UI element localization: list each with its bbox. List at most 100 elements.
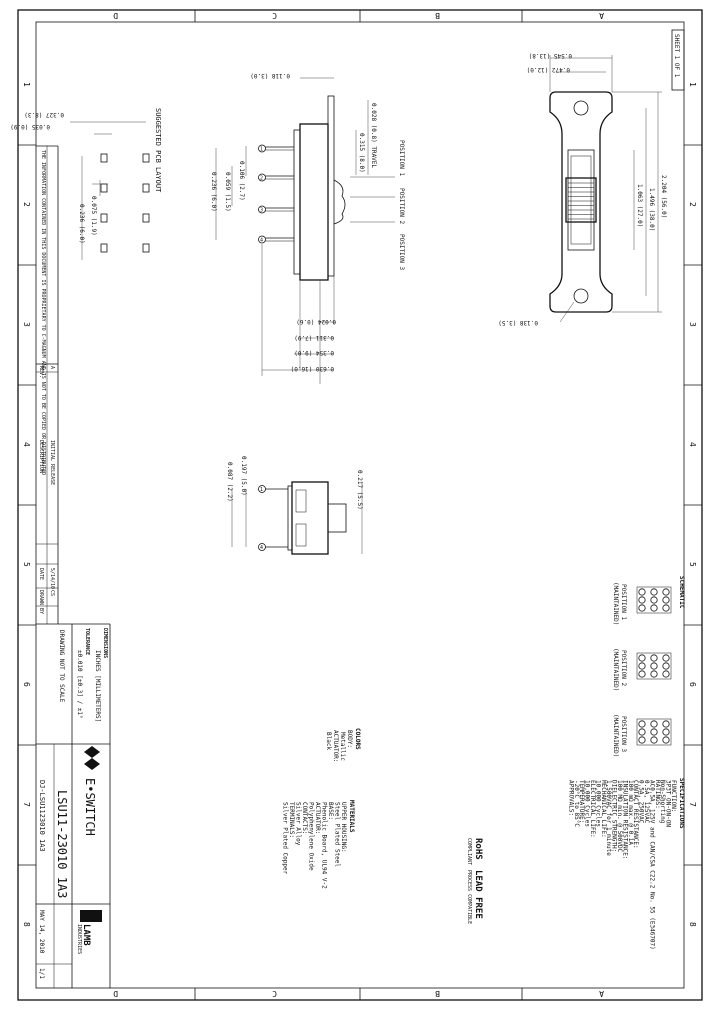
schematic-position-2: POSITION 2 — [620, 650, 627, 687]
zone-row-right-8: 8 — [688, 922, 697, 927]
zone-row-left-3: 3 — [22, 322, 31, 327]
specifications-line: AC0.5A, 125V and CAN/CSA C22.2 No. 55 (E… — [648, 780, 655, 950]
colors-line-2: Metallic — [339, 732, 346, 761]
materials-line: BASE: — [327, 802, 334, 820]
front-dim-hole: 0.138 (3.5) — [498, 319, 538, 326]
lamb-logo-subtext: INDUSTRIES — [76, 924, 82, 954]
side-position-3: POSITION 3 — [398, 234, 405, 271]
specifications-notes: SPECIFICATIONS FUNCTION:3P3T ON-ON-ONNon… — [567, 778, 685, 950]
zone-row-left-4: 4 — [22, 442, 31, 447]
lead-free-sub: PROCESS COMPATIBLE — [466, 870, 472, 924]
pcb-pad — [142, 153, 150, 163]
colors-line-4: Black — [325, 732, 332, 750]
schematic-terminal — [662, 736, 670, 744]
schematic-note-2: (MAINTAINED) — [612, 648, 619, 691]
side-view: 1 2 3 4 0.118 (3.0) 0.028 (0.8) TRAVEL 0… — [210, 72, 405, 384]
schematic-terminal — [638, 596, 646, 604]
pcb-pad — [100, 243, 108, 253]
schematic-terminal — [662, 720, 670, 728]
specifications-line: 10,000 Cycles — [584, 780, 591, 827]
rev-header-drawn: DRAWN BY — [38, 590, 44, 614]
schematic-terminal — [638, 588, 646, 596]
side-terminal-1: 1 — [260, 147, 263, 153]
zone-row-left-8: 8 — [22, 922, 31, 927]
specifications-line: CONTACT RESISTANCE: — [632, 780, 639, 849]
materials-line: Silver Alloy — [295, 802, 302, 846]
side-position-1: POSITION 1 — [398, 140, 405, 177]
schematic-terminal — [662, 662, 670, 670]
pcb-dim-2: 0.035 (0.9) — [10, 123, 50, 130]
zone-col-top-3: B — [435, 11, 440, 20]
colors-line-1: BODY: — [346, 730, 353, 748]
side-dim-left-2: 0.059 (1.5) — [224, 172, 231, 212]
zone-col-top-1: D — [113, 11, 118, 20]
schematic-position-3: POSITION 3 — [620, 716, 627, 753]
rev-header-date: DATE — [38, 568, 44, 580]
materials-line: Silver Plated Copper — [282, 802, 289, 875]
zone-col-top-4: A — [599, 11, 604, 20]
specifications-line: 100 mΩ max. @ 0.1A — [627, 780, 634, 845]
sheet-label-box: SHEET 1 OF 1 — [671, 29, 685, 91]
rev-header-rev: REV. — [38, 366, 44, 378]
pcb-dim-4: 0.236 (6.0) — [78, 204, 85, 244]
schematic-position-1: POSITION 1 — [620, 584, 627, 621]
pcb-pad — [100, 183, 108, 193]
side-dim-left-1: 0.106 (2.7) — [238, 161, 245, 201]
rev-row-date: 5/14/10 — [49, 568, 55, 589]
rev-row-rev: A — [49, 366, 55, 369]
specifications-line: 100 MΩ min. @ 500VDC — [616, 780, 623, 853]
materials-line: Steel Plated Steel — [334, 802, 341, 867]
schematic-terminal — [638, 662, 646, 670]
materials-line: UPPER HOUSING: — [340, 802, 347, 853]
schematic: SCHEMATIC POSITION 1 (MAINTAINED) POSITI… — [612, 576, 685, 757]
rohs-mark: RoHS — [473, 838, 483, 860]
schematic-terminal — [662, 604, 670, 612]
pcb-pad — [142, 243, 150, 253]
zone-row-left-5: 5 — [22, 562, 31, 567]
front-dim-length: 2.204 (56.0) — [660, 175, 667, 218]
side-dim-left-3: 0.236 (6.0) — [210, 172, 217, 212]
pcb-pad — [142, 183, 150, 193]
schematic-terminal — [650, 596, 658, 604]
specifications-line: TEMPERATURE: — [578, 780, 585, 823]
front-dim-width-outer: 0.545 (13.8) — [529, 52, 572, 59]
sheet-count: 1/1 — [38, 968, 45, 979]
specifications-line: DIELECTRIC STRENGTH: — [611, 780, 618, 852]
zone-row-left-7: 7 — [22, 802, 31, 807]
schematic-terminal — [650, 604, 658, 612]
schematic-terminal — [650, 662, 658, 670]
side-dim-bottom-1: 0.024 (0.6) — [296, 318, 336, 325]
lamb-logo: LAMB INDUSTRIES — [76, 910, 102, 954]
zone-col-bottom-4: A — [599, 989, 604, 998]
side-dim-top-3: 0.315 (8.0) — [358, 133, 365, 173]
specifications-line: Non-Shorting — [659, 780, 666, 824]
specifications-line: 10,000 Cycles — [594, 780, 601, 827]
specifications-line: 1,500VAC for 1 minute — [605, 780, 612, 856]
specifications-line: 0.5A, 250VAC — [638, 780, 645, 824]
units-heading: DIMENSIONS — [102, 628, 108, 658]
lamb-logo-text: LAMB — [81, 924, 91, 946]
schematic-terminal — [662, 654, 670, 662]
schematic-terminal — [650, 670, 658, 678]
zone-col-bottom-3: B — [435, 989, 440, 998]
proprietary-notice: THE INFORMATION CONTAINED IN THIS DOCUME… — [40, 150, 46, 475]
zone-row-right-3: 3 — [688, 322, 697, 327]
pcb-pad — [142, 213, 150, 223]
specifications-line: MECHANICAL LIFE: — [600, 780, 607, 838]
rev-header-desc: DESCRIPTION — [38, 440, 44, 473]
colors-heading: COLORS — [354, 728, 361, 750]
schematic-terminal — [650, 728, 658, 736]
materials-notes: MATERIALS UPPER HOUSING:Steel Plated Ste… — [282, 800, 356, 889]
zone-row-right-4: 4 — [688, 442, 697, 447]
side-dim-bottom-4: 0.630 (16.0) — [291, 365, 334, 372]
specifications-line: 0.5A, 125VAC — [643, 780, 650, 824]
compliance-marks: RoHS COMPLIANT LEAD FREE PROCESS COMPATI… — [466, 838, 483, 924]
pcb-pad — [100, 153, 108, 163]
end-dim-1: 0.087 (2.2) — [226, 462, 233, 502]
side-dim-travel: 0.028 (0.8) TRAVEL — [370, 103, 377, 168]
schematic-terminal — [662, 728, 670, 736]
schematic-terminal — [638, 670, 646, 678]
units-value: INCHES [MILLIMETERS] — [94, 650, 101, 722]
end-terminal-4: 4 — [260, 545, 263, 551]
